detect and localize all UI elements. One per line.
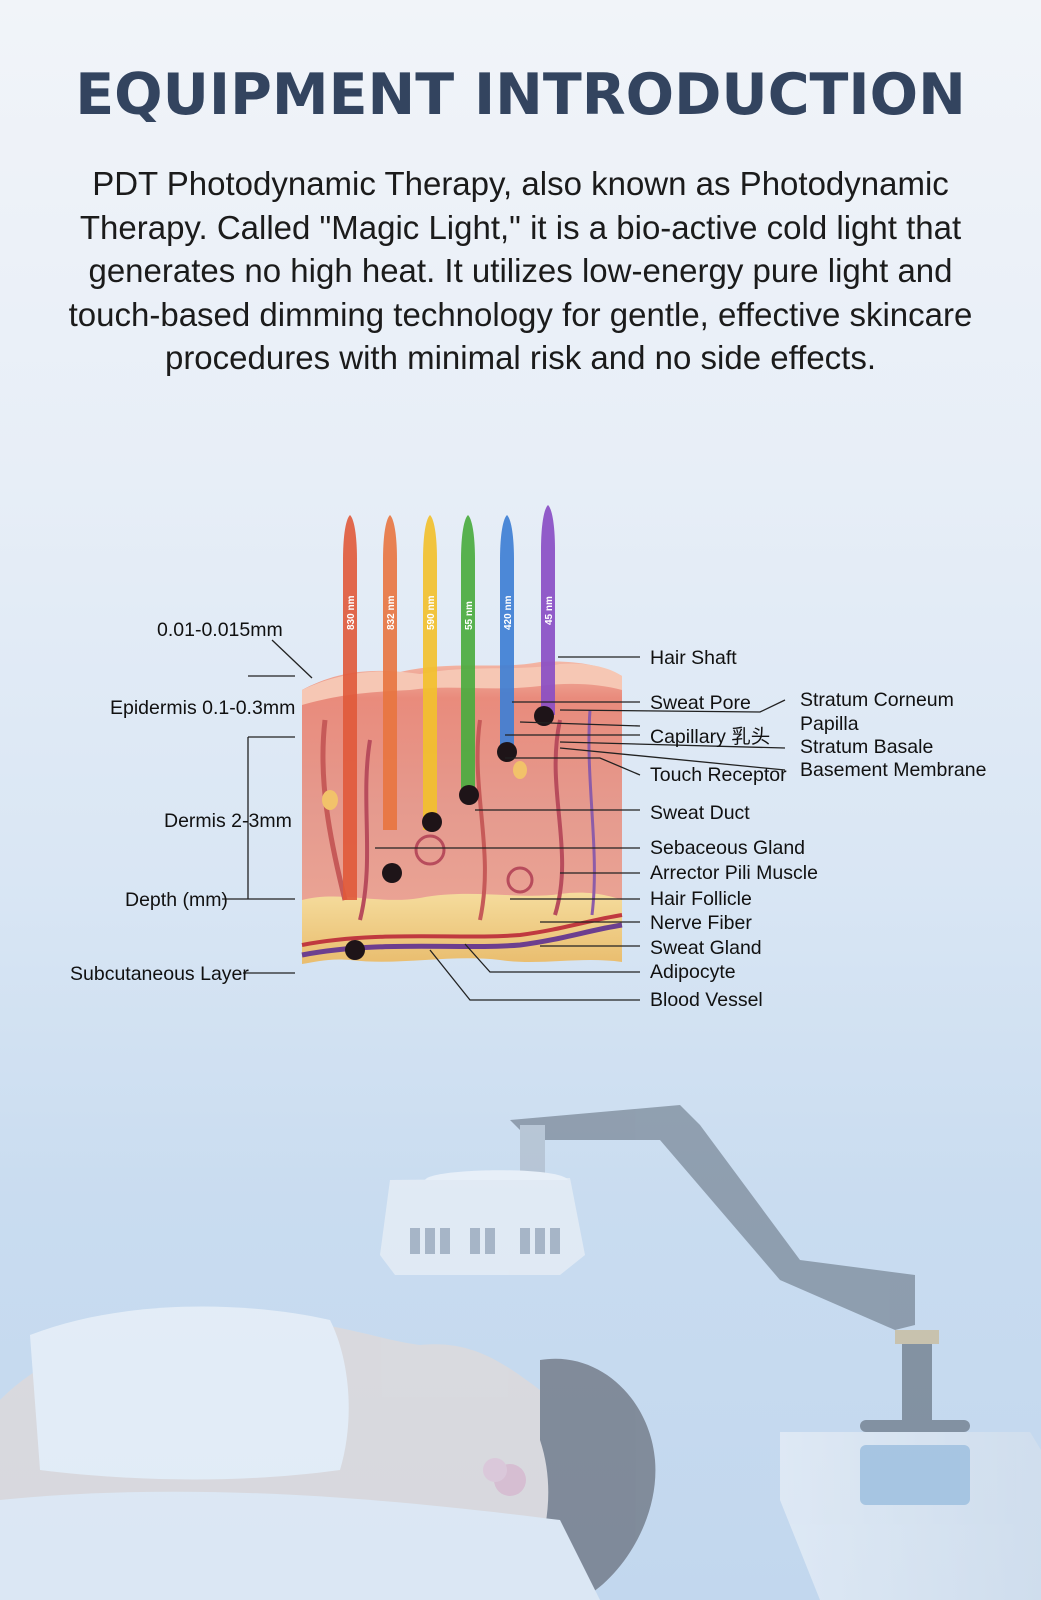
label-hair-shaft: Hair Shaft	[650, 647, 737, 669]
label-epidermis: Epidermis 0.1-0.3mm	[110, 697, 296, 719]
label-nerve-fiber: Nerve Fiber	[650, 912, 752, 934]
label-dermis: Dermis 2-3mm	[164, 810, 292, 832]
beam-label-590: 590 nm	[426, 595, 437, 630]
label-touch-receptor: Touch Receptor	[650, 764, 787, 786]
beam-label-830: 830 nm	[346, 595, 357, 630]
left-leader-lines	[222, 639, 313, 974]
label-top-thickness: 0.01-0.015mm	[157, 619, 283, 641]
page-title: EQUIPMENT INTRODUCTION	[75, 62, 966, 128]
label-sweat-gland: Sweat Gland	[650, 937, 762, 959]
label-sweat-duct: Sweat Duct	[650, 802, 750, 824]
beam-label-55: 55 nm	[464, 601, 475, 630]
label-stratum-corneum: Stratum Corneum	[800, 689, 954, 711]
penetration-dots	[345, 706, 554, 960]
intro-paragraph: PDT Photodynamic Therapy, also known as …	[68, 165, 973, 376]
pdt-machine-illustration	[380, 1105, 1041, 1600]
label-sweat-pore: Sweat Pore	[650, 692, 751, 714]
label-subcutaneous: Subcutaneous Layer	[70, 963, 249, 985]
label-basement-membrane: Basement Membrane	[800, 759, 987, 781]
beam-label-420: 420 nm	[503, 595, 514, 630]
right-leader-lines	[375, 656, 786, 1001]
label-stratum-basale: Stratum Basale	[800, 736, 934, 758]
label-hair-follicle: Hair Follicle	[650, 888, 752, 910]
light-beams	[343, 505, 555, 900]
label-sebaceous-gland: Sebaceous Gland	[650, 837, 806, 859]
label-adipocyte: Adipocyte	[650, 961, 736, 983]
patient-illustration	[0, 1306, 656, 1600]
label-arrector-pili: Arrector Pili Muscle	[650, 862, 818, 884]
label-blood-vessel: Blood Vessel	[650, 989, 763, 1011]
label-depth: Depth (mm)	[125, 889, 228, 911]
beam-label-832: 832 nm	[386, 595, 397, 630]
beam-label-45: 45 nm	[544, 596, 555, 625]
label-capillary: Capillary 乳头	[650, 726, 771, 748]
label-papilla: Papilla	[800, 713, 859, 735]
